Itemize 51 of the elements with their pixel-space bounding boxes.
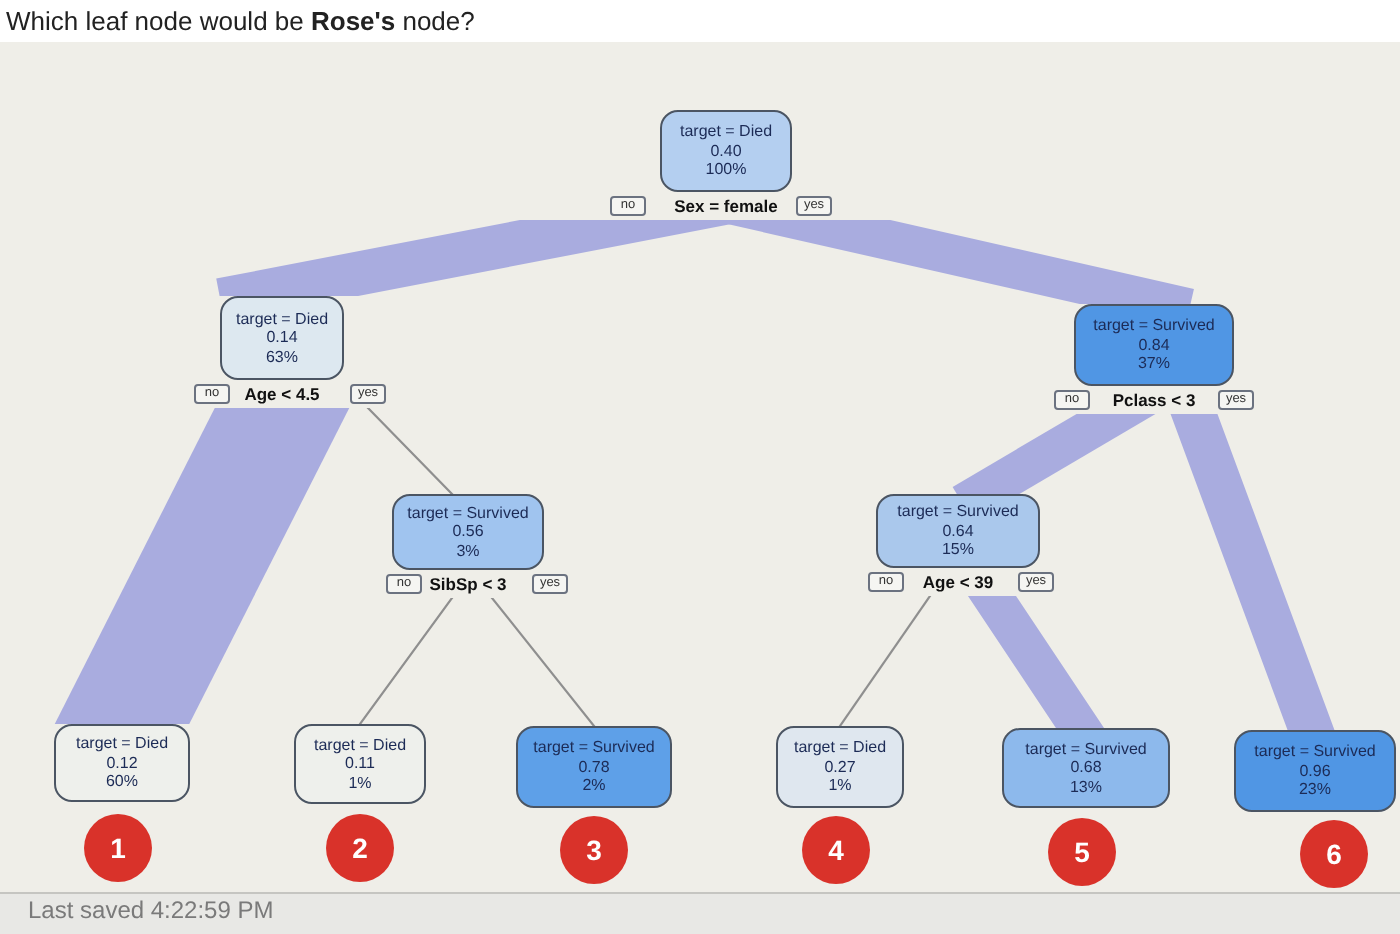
share-value: 60% xyxy=(105,772,138,792)
class-label: target = Died xyxy=(75,734,169,754)
share-value: 1% xyxy=(828,776,852,796)
probability-value: 0.27 xyxy=(824,757,856,777)
split-rule: Sex = female xyxy=(674,196,778,216)
class-label: target = Survived xyxy=(897,502,1019,522)
decision-node xyxy=(392,494,544,570)
class-label: target = Died xyxy=(679,122,773,142)
class-label: target = Survived xyxy=(1093,316,1215,336)
split-rule: SibSp < 3 xyxy=(429,574,507,594)
class-label: target = Survived xyxy=(533,738,655,758)
last-saved-text: Last saved 4:22:59 PM xyxy=(28,896,274,924)
share-value: 1% xyxy=(348,773,372,793)
leaf-node xyxy=(294,724,426,804)
probability-value: 0.14 xyxy=(266,328,298,348)
probability-value: 0.96 xyxy=(1299,761,1331,781)
probability-value: 0.68 xyxy=(1070,758,1102,778)
class-label: target = Died xyxy=(793,738,887,758)
decision-node xyxy=(876,494,1040,568)
decision-node xyxy=(660,110,792,192)
class-label: target = Survived xyxy=(1254,742,1376,762)
leaf-node xyxy=(1234,730,1396,812)
class-label: target = Died xyxy=(313,735,407,755)
split-rule: Age < 4.5 xyxy=(244,384,320,404)
split-rule: Pclass < 3 xyxy=(1112,390,1196,410)
probability-value: 0.78 xyxy=(578,757,610,777)
leaf-node xyxy=(1002,728,1170,808)
probability-value: 0.40 xyxy=(710,141,742,161)
class-label: target = Died xyxy=(235,309,329,329)
leaf-node xyxy=(516,726,672,808)
share-value: 100% xyxy=(705,160,747,180)
decision-node xyxy=(220,296,344,380)
class-label: target = Survived xyxy=(1025,739,1147,759)
leaf-node xyxy=(776,726,904,808)
probability-value: 0.12 xyxy=(106,753,138,773)
share-value: 2% xyxy=(582,776,606,796)
probability-value: 0.64 xyxy=(942,521,974,541)
share-value: 23% xyxy=(1298,780,1331,800)
probability-value: 0.84 xyxy=(1138,335,1170,355)
probability-value: 0.11 xyxy=(345,754,375,774)
leaf-node xyxy=(54,724,190,802)
share-value: 37% xyxy=(1137,354,1170,374)
share-value: 15% xyxy=(941,540,974,560)
share-value: 3% xyxy=(456,541,480,561)
question-text: Which leaf node would be Rose's node? xyxy=(6,6,475,36)
share-value: 63% xyxy=(265,347,298,367)
split-rule: Age < 39 xyxy=(922,572,994,592)
class-label: target = Survived xyxy=(407,503,529,523)
share-value: 13% xyxy=(1069,777,1102,797)
probability-value: 0.56 xyxy=(452,522,484,542)
decision-node xyxy=(1074,304,1234,386)
